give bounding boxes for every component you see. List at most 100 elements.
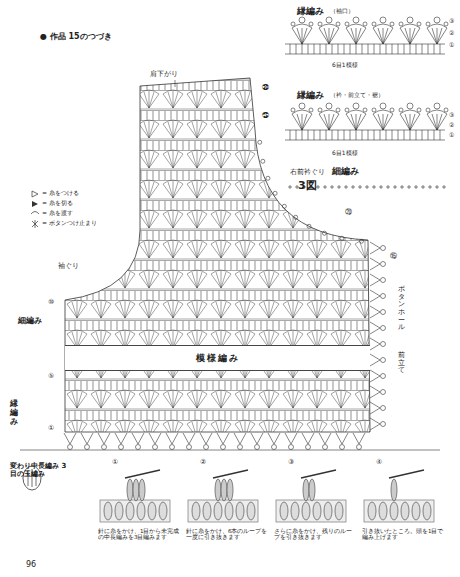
stitch-stroke [200, 433, 212, 444]
stitch-stroke [136, 445, 141, 450]
stitch-stroke [115, 433, 127, 444]
stitch-stroke [437, 114, 438, 130]
stitch-stroke [309, 22, 313, 26]
stitch-stroke [351, 28, 356, 44]
stitch-stroke [188, 500, 258, 522]
stitch-stroke [364, 500, 434, 522]
stitch-stroke [434, 103, 440, 109]
chart-label: 針に糸をかけ、6本のループを一度に引き抜きます [186, 528, 268, 541]
chart-label: ボタンホール [398, 286, 405, 332]
stitch-stroke [383, 28, 384, 44]
stitch-stroke [132, 433, 144, 444]
stitch-stroke [296, 44, 297, 54]
stitch-stroke [398, 44, 399, 54]
stitch-stroke [444, 108, 448, 112]
stitch-stroke [368, 502, 376, 520]
stitch-stroke [313, 502, 321, 520]
stitch-stroke [356, 28, 366, 44]
stitch-stroke [329, 114, 330, 130]
stitch-stroke [273, 191, 277, 195]
stitch-stroke [329, 28, 334, 44]
stitch-stroke [214, 502, 222, 520]
stitch-stroke [405, 28, 410, 44]
row-number: ③ [449, 112, 454, 119]
legend-text: = ボタンつけ止まり [42, 220, 97, 227]
stitch-stroke [399, 108, 403, 112]
stitch-stroke [432, 114, 437, 130]
stitch-stroke [389, 470, 424, 478]
stitch-stroke [410, 44, 411, 54]
stitch-stroke [381, 326, 386, 331]
stitch-stroke [81, 433, 93, 444]
stitch-stroke [234, 433, 246, 444]
stitch-stroke [381, 310, 386, 315]
stitch-stroke [351, 114, 356, 130]
stitch-stroke [258, 140, 262, 144]
stitch-stroke [422, 44, 423, 54]
chart-label: 針に糸をかけ、1目から未完成の中長編みを3目編みます [98, 528, 180, 541]
legend-text: = 糸をつける [42, 190, 79, 197]
stitch-stroke [149, 433, 161, 444]
stitch-stroke [344, 185, 348, 189]
row-number: ② [449, 30, 454, 37]
row-number: ㉕ [262, 112, 269, 120]
stitch-stroke [380, 44, 381, 54]
stitch-stroke [407, 103, 413, 109]
stitch-stroke [306, 445, 311, 450]
stitch-stroke [280, 502, 288, 520]
stitch-stroke [372, 22, 376, 26]
chart-label: 96 [26, 560, 36, 569]
stitch-stroke [326, 44, 327, 54]
stitch-stroke [370, 386, 380, 398]
stitch-stroke [307, 224, 311, 228]
stitch-stroke [344, 130, 345, 140]
stitch-stroke [85, 445, 90, 450]
stitch-stroke [318, 108, 322, 112]
stitch-stroke [294, 215, 298, 219]
stitch-stroke [380, 130, 381, 140]
chart-label: 6目1模様 [332, 62, 358, 69]
stitch-stroke [329, 114, 339, 130]
stitch-stroke [192, 502, 200, 520]
stitch-stroke [383, 114, 393, 130]
stitch-stroke [383, 114, 388, 130]
stitch-stroke [399, 22, 403, 26]
stitch-stroke [236, 502, 244, 520]
stitch-stroke [238, 445, 243, 450]
stitch-stroke [98, 433, 110, 444]
stitch-stroke [282, 204, 286, 208]
chart-label: （袖口） [330, 8, 354, 15]
row-number: ⑩ [48, 298, 54, 306]
stitch-stroke [291, 502, 299, 520]
stitch-stroke [148, 502, 156, 520]
page-title: ● 作品 15のつづき [40, 32, 112, 41]
stitch-stroke [390, 502, 398, 520]
stitch-stroke [346, 28, 356, 44]
stitch-stroke [323, 185, 327, 189]
stitch-stroke [309, 108, 313, 112]
stitch-stroke [302, 28, 303, 44]
stitch-stroke [362, 44, 363, 54]
stitch-stroke [204, 445, 209, 450]
stitch-stroke [370, 242, 380, 254]
stitch-stroke [320, 130, 321, 140]
stitch-stroke [370, 290, 380, 302]
stitch-stroke [64, 433, 76, 444]
stitch-stroke [437, 28, 447, 44]
chart-label: 前立て [398, 352, 405, 375]
chart-label: 細編み [332, 166, 359, 176]
chart-label: 引き抜いたところ。頭を1目で編み上げます [362, 528, 444, 541]
stitch-stroke [324, 28, 329, 44]
stitch-stroke [332, 130, 333, 140]
stitch-stroke [292, 114, 302, 130]
stitch-stroke [379, 502, 387, 520]
stitch-stroke [363, 22, 367, 26]
stitch-stroke [356, 114, 357, 130]
stitch-stroke [437, 28, 442, 44]
stitch-stroke [356, 114, 361, 130]
chart-label: 3図 [298, 180, 317, 193]
stitch-stroke [437, 114, 447, 130]
stitch-stroke [381, 294, 386, 299]
chart-label: 縁編み [297, 6, 324, 16]
stitch-stroke [381, 358, 386, 363]
